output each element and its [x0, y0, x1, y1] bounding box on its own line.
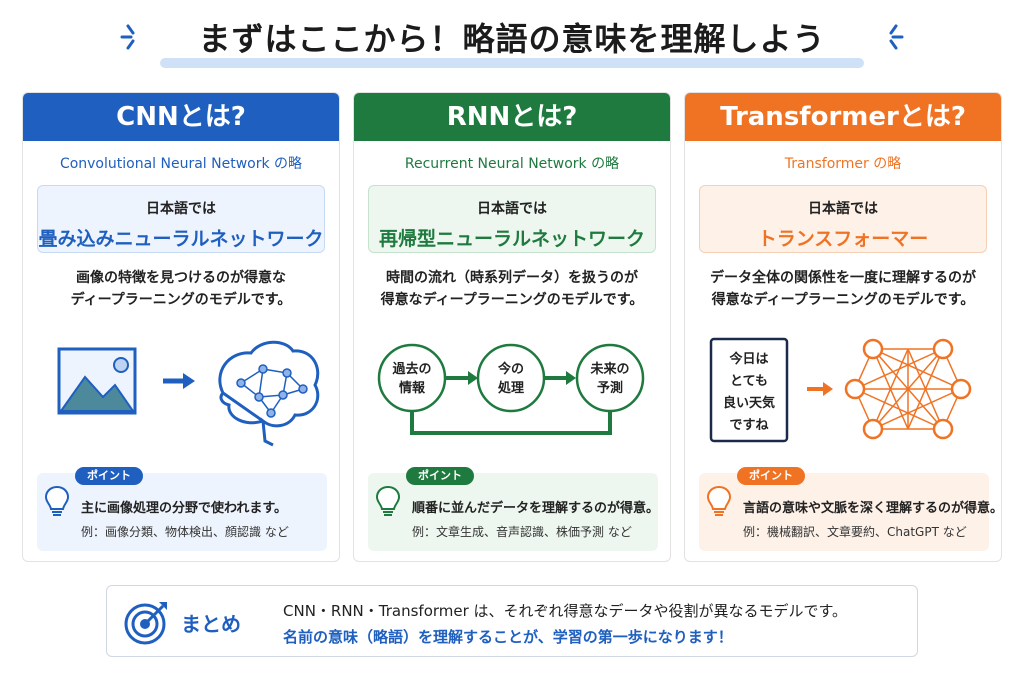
point-main-text: 順番に並んだデータを理解するのが得意。: [412, 501, 660, 516]
point-example: 例：機械翻訳、文章要約、ChatGPT など: [743, 525, 967, 539]
summary-label: まとめ: [181, 612, 241, 636]
flow-node-present: 今の 処理: [476, 343, 546, 413]
node-label-line1: 未来の: [589, 361, 629, 377]
sentence-line: ですね: [729, 418, 768, 433]
card-cnn: CNNとは? Convolutional Neural Network の略 日…: [22, 92, 340, 562]
card-full-name: Recurrent Neural Network の略: [404, 156, 620, 172]
sentence-box: 今日は とても 良い天気 ですね: [709, 337, 789, 443]
card-heading: Transformerとは?: [685, 93, 1001, 141]
card-full-name: Convolutional Neural Network の略: [59, 156, 303, 172]
point-box: ポイント 主に画像処理の分野で使われます。 例：画像分類、物体検出、顔認識 など: [37, 467, 327, 551]
sparkle-left-icon: [120, 24, 135, 50]
point-box: ポイント 言語の意味や文脈を深く理解するのが得意。 例：機械翻訳、文章要約、Ch…: [699, 467, 1001, 551]
arrow-right-icon: [163, 373, 195, 389]
feedback-loop-line: [410, 407, 612, 435]
summary-box: まとめ CNN・RNN・Transformer は、それぞれ得意なデータや役割が…: [106, 585, 918, 657]
point-box: ポイント 順番に並んだデータを理解するのが得意。 例：文章生成、音声認識、株価予…: [368, 467, 660, 551]
summary-line-1: CNN・RNN・Transformer は、それぞれ得意なデータや役割が異なるモ…: [283, 602, 848, 620]
node-label-line2: 処理: [497, 380, 524, 396]
jp-name: 畳み込みニューラルネットワーク: [38, 228, 324, 250]
brain-network-nodes: [236, 364, 308, 418]
attention-network-icon: [854, 348, 962, 430]
desc-line-1: データ全体の関係性を一度に理解するのが: [710, 270, 976, 286]
jp-label: 日本語では: [477, 201, 547, 217]
sentence-line: 良い天気: [723, 395, 775, 411]
brain-network-icon: [218, 340, 320, 447]
node-label-line1: 過去の: [391, 361, 431, 377]
point-badge: ポイント: [75, 467, 143, 485]
card-transformer: Transformerとは? Transformer の略 日本語では トランス…: [684, 92, 1002, 562]
card-heading: RNNとは?: [354, 93, 670, 141]
node-label-line2: 予測: [597, 380, 623, 396]
card-description: 画像の特徴を見つけるのが得意な ディープラーニングのモデルです。: [23, 267, 339, 311]
card-full-name: Transformer の略: [784, 156, 902, 172]
point-example: 例：画像分類、物体検出、顔認識 など: [81, 525, 289, 539]
desc-line-2: 得意なディープラーニングのモデルです。: [711, 292, 975, 308]
jp-name-box: 日本語では 畳み込みニューラルネットワーク: [37, 185, 325, 253]
page-title: まずはここから！略語の意味を理解しよう: [198, 20, 826, 58]
point-main-text: 言語の意味や文脈を深く理解するのが得意。: [743, 501, 1002, 516]
flow-arrow-icon: [446, 371, 478, 385]
summary-line-2: 名前の意味（略語）を理解することが、学習の第一歩になります！: [283, 628, 733, 646]
jp-label: 日本語では: [808, 201, 878, 217]
point-badge: ポイント: [737, 467, 805, 485]
desc-line-2: 得意なディープラーニングのモデルです。: [380, 292, 644, 308]
target-icon: [124, 602, 167, 645]
sentence-line: とても: [730, 374, 768, 389]
point-example: 例：文章生成、音声認識、株価予測 など: [412, 525, 632, 539]
flow-node-future: 未来の 予測: [575, 343, 645, 413]
lightbulb-icon: [375, 485, 401, 516]
point-badge: ポイント: [406, 467, 474, 485]
node-label-line1: 今の: [497, 361, 524, 377]
card-heading: CNNとは?: [23, 93, 339, 141]
jp-name: 再帰型ニューラルネットワーク: [378, 228, 645, 250]
jp-name: トランスフォーマー: [757, 228, 929, 250]
card-rnn: RNNとは? Recurrent Neural Network の略 日本語では…: [353, 92, 671, 562]
transformer-illustration: 今日は とても 良い天気 ですね: [709, 337, 972, 443]
desc-line-1: 時間の流れ（時系列データ）を扱うのが: [386, 270, 638, 286]
sparkle-right-icon: [889, 24, 904, 50]
lightbulb-icon: [44, 485, 70, 516]
point-main-text: 主に画像処理の分野で使われます。: [81, 501, 288, 516]
jp-name-box: 日本語では トランスフォーマー: [699, 185, 987, 253]
title-underline: [160, 58, 864, 68]
attention-nodes: [844, 338, 972, 440]
title-area: まずはここから！略語の意味を理解しよう: [0, 8, 1024, 72]
desc-line-1: 画像の特徴を見つけるのが得意な: [76, 270, 286, 286]
jp-name-box: 日本語では 再帰型ニューラルネットワーク: [368, 185, 656, 253]
flow-node-past: 過去の 情報: [377, 343, 447, 413]
node-label-line2: 情報: [399, 380, 426, 396]
card-description: 時間の流れ（時系列データ）を扱うのが 得意なディープラーニングのモデルです。: [354, 267, 670, 311]
cnn-illustration: [57, 340, 320, 447]
jp-label: 日本語では: [146, 201, 216, 217]
desc-line-2: ディープラーニングのモデルです。: [70, 292, 292, 308]
sentence-line: 今日は: [728, 351, 768, 367]
image-icon: [57, 347, 137, 415]
lightbulb-icon: [706, 485, 732, 516]
card-description: データ全体の関係性を一度に理解するのが 得意なディープラーニングのモデルです。: [685, 267, 1001, 311]
arrow-right-icon: [807, 382, 833, 396]
flow-arrow-icon: [544, 371, 576, 385]
rnn-flow-diagram: 過去の 情報 今の 処理 未来の 予測: [377, 343, 645, 435]
